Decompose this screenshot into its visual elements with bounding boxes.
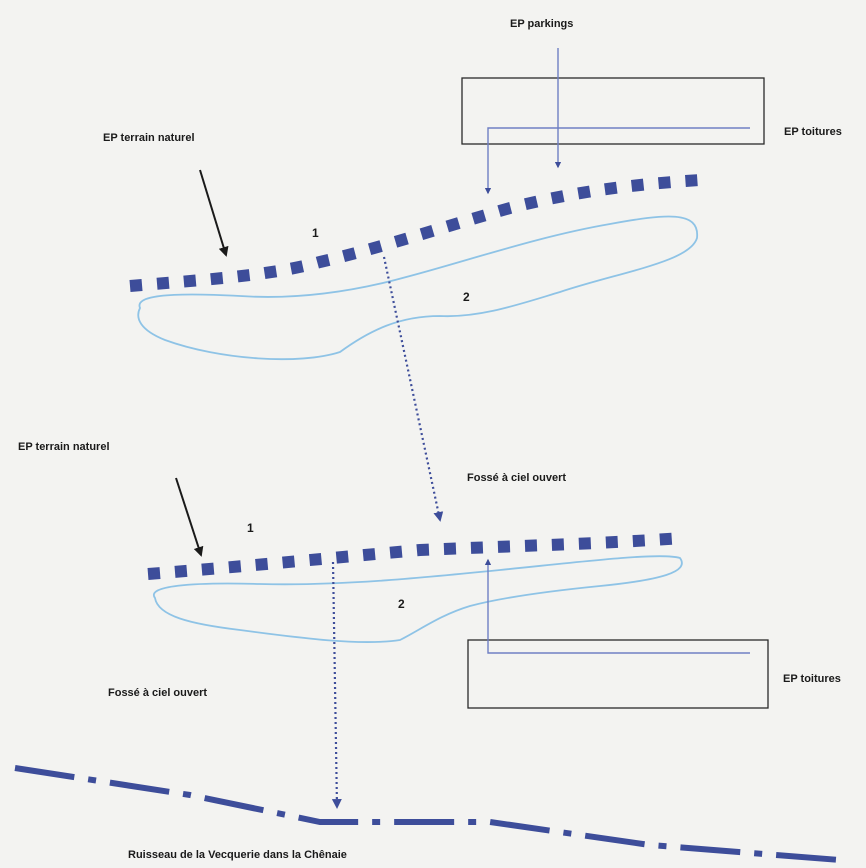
zone1-mid-label: 1 (247, 521, 254, 535)
ruisseau-label: Ruisseau de la Vecquerie dans la Chênaie (128, 849, 347, 861)
fosse-top-label: Fossé à ciel ouvert (467, 472, 567, 484)
ep-terrain-naturel-top-label: EP terrain naturel (103, 132, 195, 144)
ep-terrain-naturel-mid-label: EP terrain naturel (18, 441, 110, 453)
fosse-bottom-label: Fossé à ciel ouvert (108, 687, 208, 699)
terrain-arrow-mid (175, 477, 204, 557)
zone2-mid-label: 2 (398, 597, 405, 611)
middle-dashed-line (147, 532, 683, 580)
zone2-mid-outline (152, 555, 683, 643)
ep-parkings-label: EP parkings (510, 18, 574, 30)
top-roof-pipe (484, 127, 750, 195)
top-dashed-line (129, 174, 701, 292)
ep-toitures-top-label: EP toitures (784, 126, 842, 138)
zone2-top-label: 2 (463, 290, 470, 304)
ep-toitures-bottom-label: EP toitures (783, 673, 841, 685)
top-roof-box (461, 77, 765, 145)
terrain-arrow-top (199, 169, 229, 257)
bottom-roof-pipe (484, 558, 750, 654)
zone2-top-outline (137, 215, 698, 361)
zone1-top-label: 1 (312, 226, 319, 240)
dotted-connector-2 (331, 561, 342, 809)
dotted-connector-1 (382, 256, 444, 522)
stream-line (14, 765, 841, 863)
bottom-roof-box (467, 639, 769, 709)
